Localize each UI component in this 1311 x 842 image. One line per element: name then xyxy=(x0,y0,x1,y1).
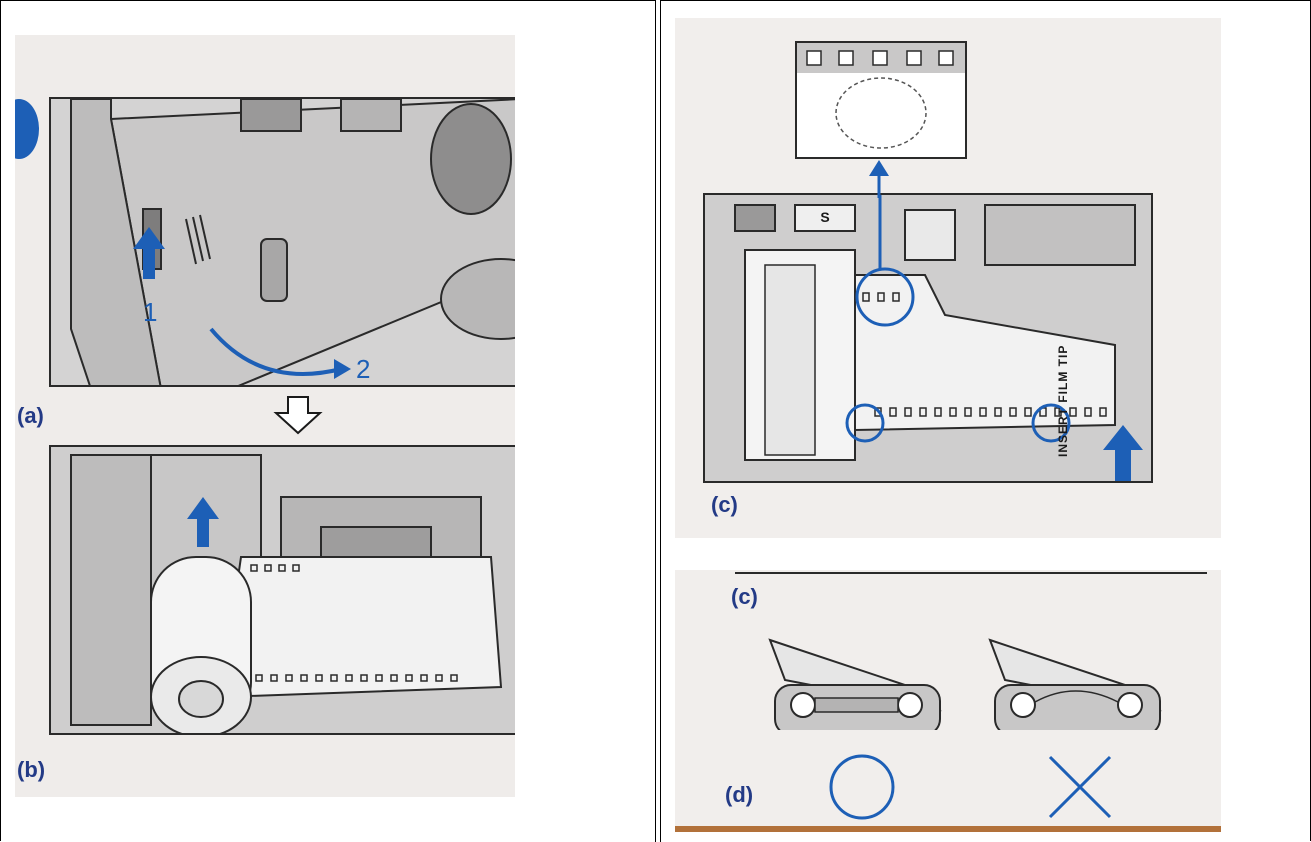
correct-circle-icon xyxy=(829,754,895,820)
step-marker xyxy=(15,99,39,159)
left-figure-cell: 1 2 (a) xyxy=(0,0,655,842)
label-c-second: (c) xyxy=(731,584,758,609)
perforation-inset xyxy=(795,41,967,159)
mode-button-s: S xyxy=(820,209,830,225)
down-arrow-icon xyxy=(273,396,323,435)
top-rule xyxy=(735,572,1207,574)
wood-strip xyxy=(675,826,1221,832)
incorrect-cross-icon xyxy=(1048,755,1112,819)
label-a: (a) xyxy=(17,403,44,428)
column-divider xyxy=(655,0,661,842)
camera-interior-illustration xyxy=(705,195,1151,481)
right-figure-cell: S INSERT FILM TIP (c) (c) (d) xyxy=(661,0,1311,842)
up-arrow-icon xyxy=(869,160,889,198)
step-2-number: 2 xyxy=(356,354,371,384)
cartridge-incorrect-illustration xyxy=(988,638,1162,730)
insert-film-tip-label: INSERT FILM TIP xyxy=(1056,344,1070,457)
panel-c-camera-interior: S INSERT FILM TIP xyxy=(703,193,1153,483)
perforation-detail-illustration xyxy=(797,43,965,149)
panel-b-film-loading xyxy=(49,445,515,735)
left-scan: 1 2 (a) xyxy=(15,35,515,797)
camera-back-illustration xyxy=(70,99,515,385)
film-loading-illustration xyxy=(51,447,515,733)
label-d: (d) xyxy=(725,782,754,807)
cartridge-correct-illustration xyxy=(768,638,942,730)
label-b: (b) xyxy=(17,757,46,782)
panel-a-camera-back: 1 2 xyxy=(49,97,515,387)
label-c: (c) xyxy=(711,492,738,517)
right-scan-bottom: (c) (d) xyxy=(675,570,1221,832)
right-scan-top: S INSERT FILM TIP (c) xyxy=(675,18,1221,538)
step-1-number: 1 xyxy=(143,297,158,327)
